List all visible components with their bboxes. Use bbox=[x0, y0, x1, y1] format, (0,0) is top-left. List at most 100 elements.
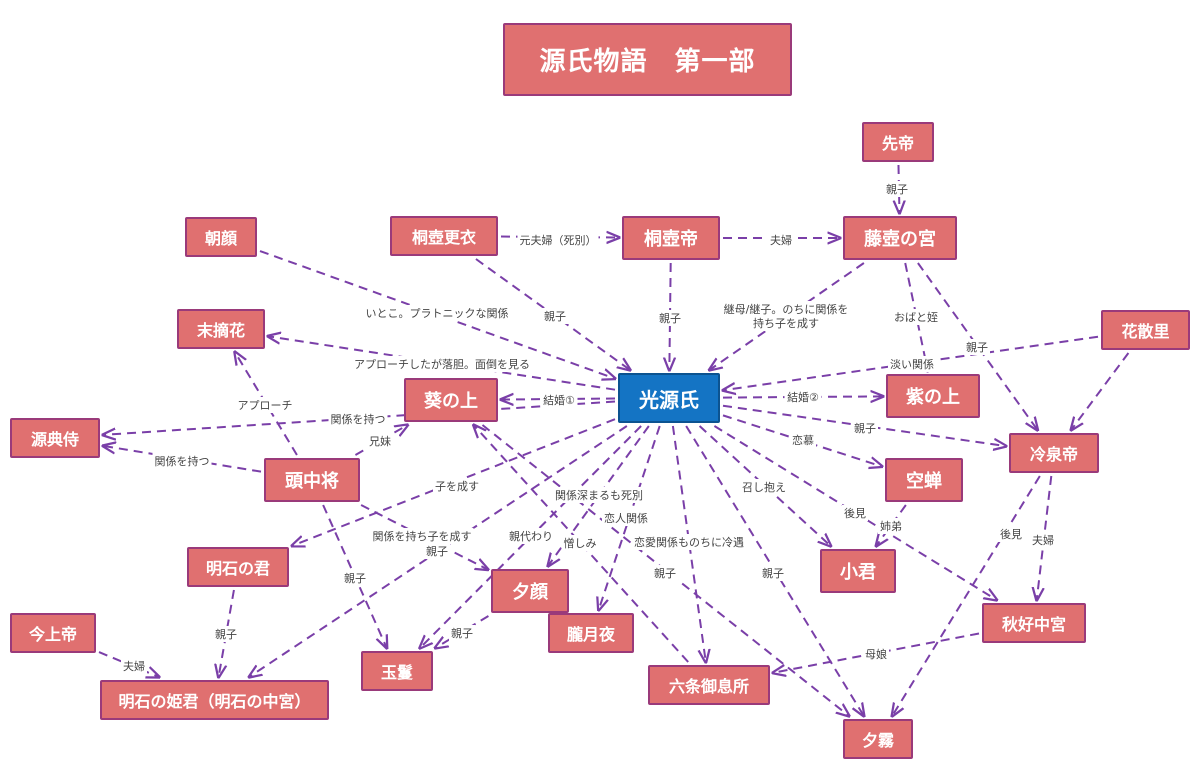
edge-reizei-yugiri bbox=[892, 475, 1041, 716]
edge-utsusemi-kogimi bbox=[876, 504, 907, 546]
edge-label-text: 持ち子を成す bbox=[753, 316, 819, 330]
edge-label-text: いとこ。プラトニックな関係 bbox=[366, 307, 509, 320]
edge-label-text: 結婚② bbox=[787, 390, 819, 404]
edge-label-bg bbox=[632, 534, 746, 550]
edge-label-bg bbox=[449, 625, 475, 641]
edge-label-bg bbox=[553, 487, 645, 503]
edge-label-text: 恋愛関係ものちに冷遇 bbox=[634, 535, 744, 549]
node-kiritsubo_tei: 桐壺帝 bbox=[622, 216, 720, 260]
edge-label-to_chujo-suetsumuhana: アプローチ bbox=[235, 397, 295, 413]
edge-label-kiritsubo_tei-genji: 親子 bbox=[657, 310, 683, 326]
edge-genji-suetsumuhana bbox=[268, 336, 616, 391]
edge-label-bg bbox=[540, 392, 578, 408]
node-akashi: 明石の君 bbox=[187, 547, 289, 587]
edge-label-bg bbox=[1030, 532, 1056, 548]
node-murasaki: 紫の上 bbox=[886, 374, 980, 418]
node-genji: 光源氏 bbox=[618, 373, 720, 423]
node-reizei: 冷泉帝 bbox=[1009, 433, 1099, 473]
edge-label-fujitsubo-reizei: 親子 bbox=[964, 339, 990, 355]
edge-label-text: 召し抱え bbox=[742, 480, 786, 494]
edge-label-text: 後見 bbox=[1000, 527, 1022, 541]
edge-label-text: 母娘 bbox=[865, 647, 887, 661]
edge-label-bg bbox=[367, 433, 393, 449]
edge-label-genji-akashi: 子を成す bbox=[433, 478, 481, 494]
edge-label-text: 姉弟 bbox=[880, 519, 902, 533]
edge-to_chujo-yugao bbox=[360, 504, 488, 570]
node-kinjo: 今上帝 bbox=[10, 613, 96, 653]
edge-label-bg bbox=[542, 308, 568, 324]
edge-label-bg bbox=[784, 389, 822, 405]
edge-label-bg bbox=[842, 505, 868, 521]
edge-label-bg bbox=[964, 339, 990, 355]
edge-label-bg bbox=[718, 301, 854, 331]
edge-label-text: 恋慕 bbox=[792, 433, 814, 447]
diagram-title: 源氏物語 第一部 bbox=[503, 23, 792, 96]
node-sentei: 先帝 bbox=[862, 122, 934, 162]
edge-label-bg bbox=[517, 232, 599, 248]
edge-label-akashi-akashi_hime: 親子 bbox=[213, 626, 239, 642]
edge-label-to_chujo-aoi: 兄妹 bbox=[367, 433, 393, 449]
edge-label-to_chujo-yugao: 関係を持ち子を成す bbox=[370, 528, 474, 544]
node-kogimi: 小君 bbox=[820, 549, 896, 593]
edge-label-kiritsubo_koui-genji: 親子 bbox=[542, 308, 568, 324]
edge-label-bg bbox=[740, 479, 788, 495]
node-akashi_hime: 明石の姫君（明石の中宮） bbox=[100, 680, 329, 720]
edge-label-text: 親代わり bbox=[509, 530, 553, 543]
edge-label-genji-gen_naishi: 関係を持つ bbox=[328, 411, 388, 427]
edge-label-text: 関係を持つ bbox=[155, 454, 210, 468]
node-utsusemi: 空蝉 bbox=[885, 458, 963, 502]
edge-label-genji-akikonomu: 後見 bbox=[842, 505, 868, 521]
edge-label-genji-yugiri: 親子 bbox=[760, 565, 786, 581]
edge-label-bg bbox=[878, 518, 904, 534]
edge-label-text: 継母/継子。のちに関係を bbox=[724, 302, 849, 316]
edge-label-text: 元夫婦（死別） bbox=[520, 233, 597, 247]
edge-label-text: 後見 bbox=[844, 506, 866, 520]
edge-label-akikonomu-rokujo: 母娘 bbox=[863, 646, 889, 662]
edge-label-text: 淡い関係 bbox=[890, 358, 934, 371]
edge-label-to_chujo-tamakazura: 親子 bbox=[342, 570, 368, 586]
edge-label-kiritsubo_koui-kiritsubo_tei: 元夫婦（死別） bbox=[517, 232, 599, 248]
edge-fujitsubo-reizei bbox=[917, 262, 1038, 430]
edge-hanachirusato-genji bbox=[723, 335, 1099, 391]
edge-rokujo-aoi bbox=[474, 425, 689, 663]
edge-label-bg bbox=[328, 411, 388, 427]
edge-label-sentei-fujitsubo: 親子 bbox=[884, 181, 910, 197]
edge-label-bg bbox=[433, 478, 481, 494]
node-aoi: 葵の上 bbox=[404, 378, 498, 422]
node-rokujo: 六条御息所 bbox=[648, 665, 770, 705]
edge-label-text: 兄妹 bbox=[369, 435, 391, 448]
edge-label-bg bbox=[657, 310, 683, 326]
edge-label-bg bbox=[790, 432, 816, 448]
edge-label-bg bbox=[152, 453, 212, 469]
edge-label-bg bbox=[852, 420, 878, 436]
node-hanachirusato: 花散里 bbox=[1101, 310, 1190, 350]
node-fujitsubo: 藤壺の宮 bbox=[843, 216, 957, 260]
edge-label-bg bbox=[121, 658, 147, 674]
edge-label-genji-rokujo: 恋愛関係ものちに冷遇 bbox=[632, 534, 746, 550]
edge-label-text: 親子 bbox=[854, 422, 876, 435]
edge-label-bg bbox=[507, 528, 555, 544]
edge-fujitsubo-murasaki bbox=[904, 262, 928, 371]
edge-label-genji-tamakazura: 親代わり bbox=[507, 528, 555, 544]
edge-label-text: おばと姪 bbox=[894, 310, 938, 324]
edge-label-text: 憎しみ bbox=[564, 536, 597, 550]
edge-label-text: 親子 bbox=[762, 567, 784, 580]
edge-label-genji-murasaki: 結婚② bbox=[784, 389, 822, 405]
node-tamakazura: 玉鬘 bbox=[361, 651, 433, 691]
edge-label-bg bbox=[370, 528, 474, 544]
edge-label-bg bbox=[213, 626, 239, 642]
edge-label-bg bbox=[888, 356, 936, 372]
edge-label-bg bbox=[760, 565, 786, 581]
edge-label-bg bbox=[342, 570, 368, 586]
edge-label-text: 関係を持ち子を成す bbox=[373, 529, 472, 543]
edge-label-reizei-akikonomu: 夫婦 bbox=[1030, 532, 1056, 548]
edge-label-asagao-genji: いとこ。プラトニックな関係 bbox=[363, 305, 511, 321]
edge-label-genji-utsusemi: 恋慕 bbox=[790, 432, 816, 448]
edge-genji-rokujo bbox=[671, 425, 706, 662]
edge-label-text: 親子 bbox=[659, 312, 681, 325]
edge-label-text: アプローチ bbox=[238, 399, 293, 412]
edge-label-text: 親子 bbox=[654, 567, 676, 580]
edge-aoi-yugiri bbox=[481, 424, 849, 716]
